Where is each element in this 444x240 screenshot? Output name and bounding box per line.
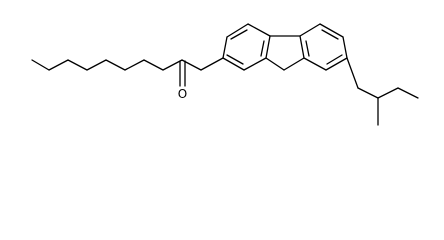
bond <box>357 87 379 99</box>
bond <box>243 57 267 71</box>
bond <box>222 36 228 59</box>
bond <box>48 59 69 71</box>
bond <box>162 59 183 71</box>
aromatic-inner-bond <box>226 54 244 65</box>
bond <box>200 57 224 71</box>
chemical-structure-diagram: O <box>31 23 419 126</box>
aromatic-inner-bond <box>260 40 265 57</box>
aromatic-inner-bond <box>305 40 310 57</box>
bond <box>143 59 164 71</box>
bond <box>265 57 285 71</box>
bond <box>303 57 327 71</box>
bond <box>325 57 348 71</box>
aromatic-inner-bond <box>326 54 343 65</box>
oxygen-atom-label: O <box>178 87 187 101</box>
bond <box>299 23 321 37</box>
aromatic-inner-bond <box>230 29 248 40</box>
aromatic-inner-bond <box>321 29 339 40</box>
bond <box>247 23 271 37</box>
bond <box>319 23 344 38</box>
bond <box>299 35 305 59</box>
bond <box>283 57 305 71</box>
bond-lines <box>31 23 419 126</box>
bond <box>346 57 359 89</box>
bond <box>86 59 107 71</box>
bond <box>124 59 145 71</box>
bond <box>105 59 126 71</box>
bond <box>377 87 399 99</box>
bond <box>31 59 50 71</box>
bond <box>222 57 245 71</box>
bond <box>226 23 249 38</box>
bond <box>265 35 271 59</box>
bond <box>397 87 419 99</box>
bond <box>67 59 88 71</box>
bond <box>342 36 348 59</box>
